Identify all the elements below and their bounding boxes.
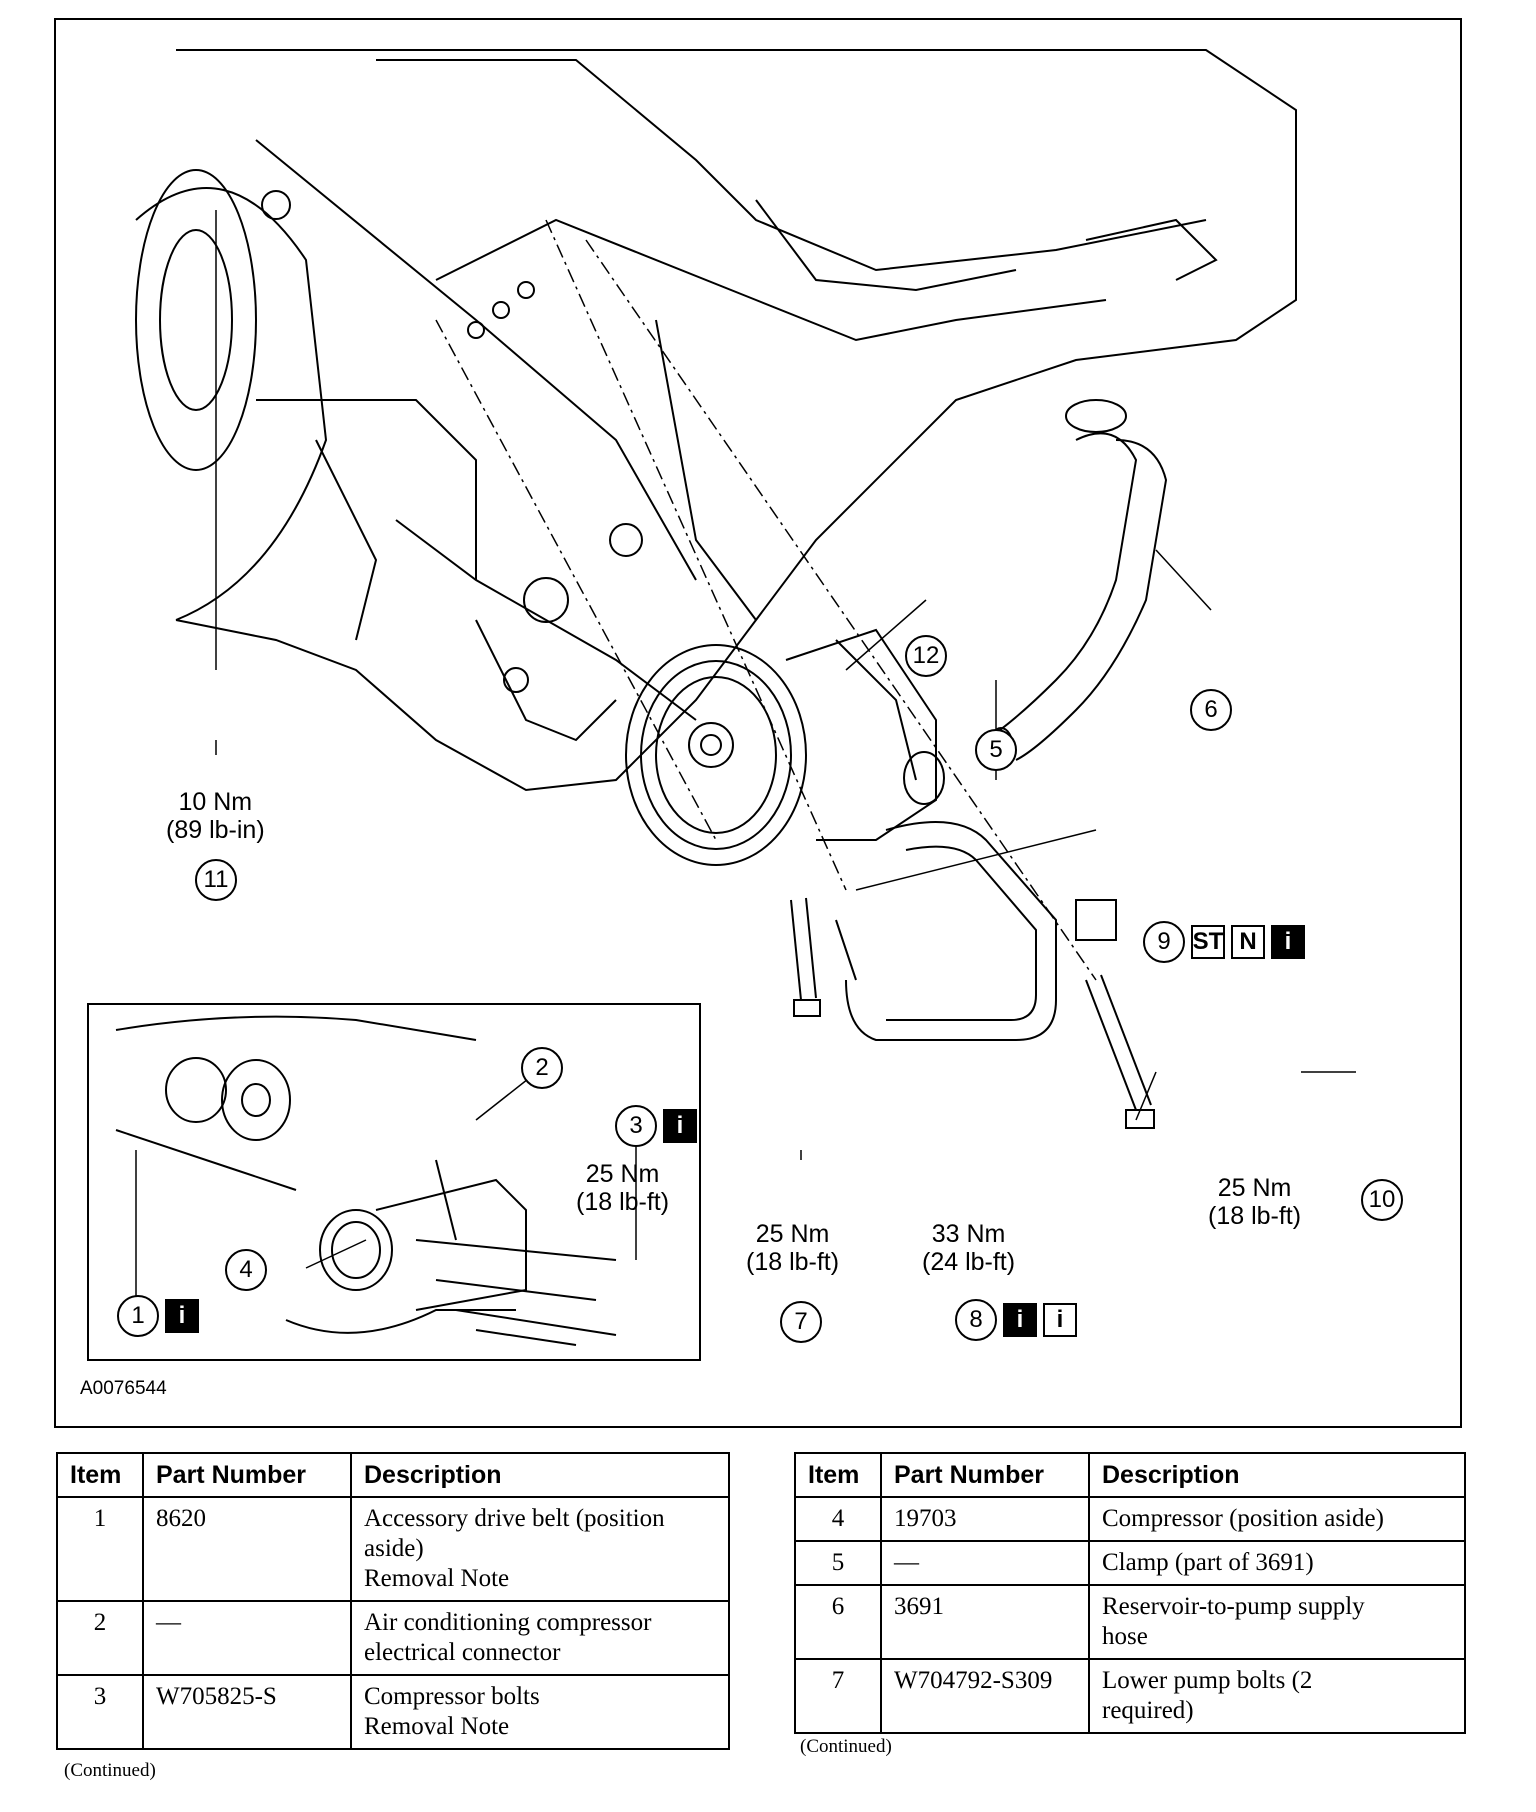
description: Compressor (position aside) xyxy=(1088,1496,1466,1542)
description: Air conditioning compressor electrical co… xyxy=(350,1600,730,1676)
n-icon: N xyxy=(1231,925,1265,959)
inset-leaders xyxy=(135,1067,637,1316)
callout-number: 1 xyxy=(117,1295,159,1337)
item-number: 7 xyxy=(794,1658,882,1734)
description: Accessory drive belt (position aside) Remo… xyxy=(350,1496,730,1602)
description: Clamp (part of 3691) xyxy=(1088,1540,1466,1586)
callout-2: 2 xyxy=(521,1047,563,1089)
info-icon: i xyxy=(1043,1303,1077,1337)
callout-number: 9 xyxy=(1143,921,1185,963)
table-row: 5— Clamp (part of 3691) xyxy=(794,1540,1466,1586)
table-row: 2— Air conditioning compressor electrical … xyxy=(56,1600,730,1676)
callout-number: 2 xyxy=(521,1047,563,1089)
torque-label-3: 25 Nm(18 lb-ft) xyxy=(576,1160,670,1216)
part-number: W705825-S xyxy=(142,1674,352,1750)
callout-5: 5 xyxy=(975,729,1017,771)
description-line: required) xyxy=(1102,1697,1194,1724)
callout-7: 7 xyxy=(780,1301,822,1343)
inset-frame xyxy=(87,1003,701,1361)
description-line: Accessory drive belt (position xyxy=(364,1505,665,1532)
description-line: Removal Note xyxy=(364,1713,510,1740)
item-number: 2 xyxy=(56,1600,144,1676)
description-line: Reservoir-to-pump supply xyxy=(1102,1593,1365,1620)
alignment-lines xyxy=(435,219,1097,981)
callout-4: 4 xyxy=(225,1249,267,1291)
item-number: 5 xyxy=(794,1540,882,1586)
header-description: Description xyxy=(1088,1452,1466,1498)
info-icon: i xyxy=(663,1109,697,1143)
description: Lower pump bolts (2 required) xyxy=(1088,1658,1466,1734)
callout-number: 8 xyxy=(955,1299,997,1341)
continued-note-left: (Continued) xyxy=(64,1760,156,1781)
header-part-number: Part Number xyxy=(880,1452,1090,1498)
header-part-number: Part Number xyxy=(142,1452,352,1498)
description-line: Compressor (position aside) xyxy=(1102,1505,1384,1532)
callout-11: 11 xyxy=(195,859,237,901)
torque-label-10: 25 Nm(18 lb-ft) xyxy=(1208,1174,1302,1230)
callout-6: 6 xyxy=(1190,689,1232,731)
pressure-line-drawing xyxy=(835,821,1117,1041)
description: Reservoir-to-pump supply hose xyxy=(1088,1584,1466,1660)
description-line: Clamp (part of 3691) xyxy=(1102,1549,1314,1576)
description-line: Compressor bolts xyxy=(364,1683,540,1710)
item-number: 3 xyxy=(56,1674,144,1750)
torque-label-8: 33 Nm(24 lb-ft) xyxy=(922,1220,1016,1276)
hose-drawing xyxy=(903,399,1168,805)
torque-label-11: 10 Nm(89 lb-in) xyxy=(166,788,265,844)
engine-illustration xyxy=(87,49,1356,1361)
item-number: 4 xyxy=(794,1496,882,1542)
info-icon: i xyxy=(1003,1303,1037,1337)
inset-drawing xyxy=(115,1015,617,1346)
callout-number: 4 xyxy=(225,1249,267,1291)
bolts-drawing xyxy=(790,897,1155,1129)
part-number: 8620 xyxy=(142,1496,352,1602)
part-number: — xyxy=(142,1600,352,1676)
callout-number: 10 xyxy=(1361,1179,1403,1221)
continued-note-right: (Continued) xyxy=(800,1736,892,1757)
pump-drawing xyxy=(625,628,937,866)
header-item: Item xyxy=(794,1452,882,1498)
callout-number: 12 xyxy=(905,635,947,677)
part-number: W704792-S309 xyxy=(880,1658,1090,1734)
figure-id: A0076544 xyxy=(80,1378,167,1399)
info-icon: i xyxy=(165,1299,199,1333)
callout-number: 7 xyxy=(780,1301,822,1343)
description-line: aside) xyxy=(364,1535,424,1562)
item-number: 1 xyxy=(56,1496,144,1602)
item-number: 6 xyxy=(794,1584,882,1660)
header-description: Description xyxy=(350,1452,730,1498)
callout-10: 10 xyxy=(1361,1179,1403,1221)
callout-number: 5 xyxy=(975,729,1017,771)
engine-block-drawing xyxy=(135,49,1297,792)
torque-label-7: 25 Nm(18 lb-ft) xyxy=(746,1220,840,1276)
part-number: 19703 xyxy=(880,1496,1090,1542)
callout-number: 11 xyxy=(195,859,237,901)
part-number: — xyxy=(880,1540,1090,1586)
description-line: Air conditioning compressor xyxy=(364,1609,652,1636)
callout-number: 6 xyxy=(1190,689,1232,731)
info-icon: i xyxy=(1271,925,1305,959)
part-number: 3691 xyxy=(880,1584,1090,1660)
description-line: Removal Note xyxy=(364,1565,510,1592)
description-line: electrical connector xyxy=(364,1639,561,1666)
description-line: Lower pump bolts (2 xyxy=(1102,1667,1313,1694)
callout-12: 12 xyxy=(905,635,947,677)
description-line: hose xyxy=(1102,1623,1148,1650)
st-icon: ST xyxy=(1191,925,1225,959)
callout-number: 3 xyxy=(615,1105,657,1147)
header-item: Item xyxy=(56,1452,144,1498)
